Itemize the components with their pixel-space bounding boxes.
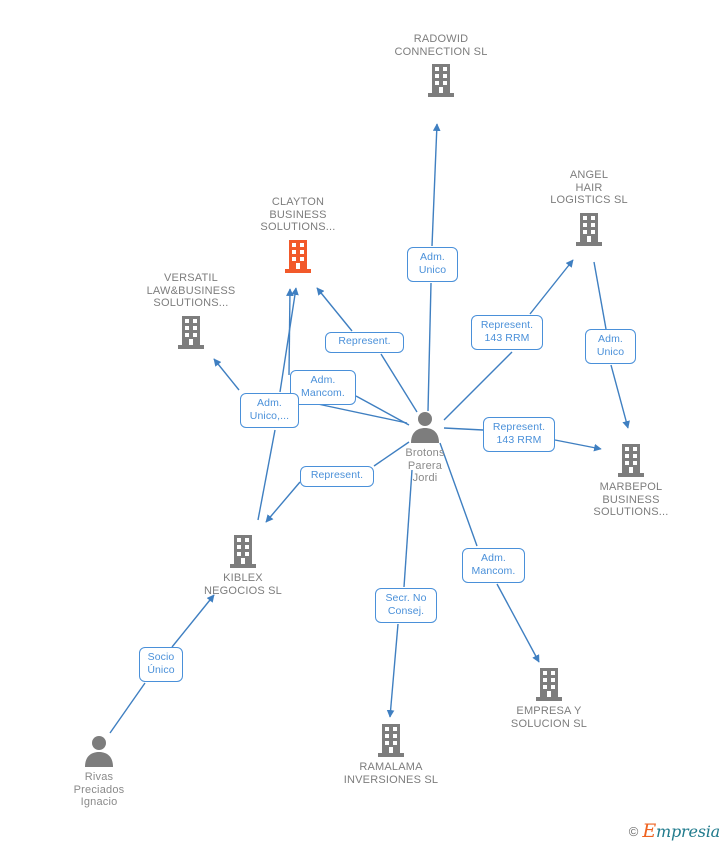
- building-icon: [223, 237, 373, 275]
- building-icon: [168, 532, 318, 570]
- edge-label-represent-143-rrm-angel[interactable]: Represent. 143 RRM: [471, 315, 543, 350]
- node-label: RAMALAMA INVERSIONES SL: [343, 761, 439, 786]
- edge-jordi-angel-upper: [529, 259, 574, 315]
- node-clayton-business-solutions[interactable]: CLAYTON BUSINESS SOLUTIONS...: [223, 196, 373, 275]
- edge-angel-marbepol-lower: [610, 364, 630, 429]
- node-label: RADOWID CONNECTION SL: [394, 33, 488, 58]
- building-icon: [366, 61, 516, 99]
- edge-label-adm-unico-marbepol[interactable]: Adm. Unico: [585, 329, 636, 364]
- building-icon: [316, 721, 466, 759]
- node-brotons-parera-jordi[interactable]: Brotons Parera Jordi: [350, 410, 500, 485]
- edge-jordi-ramalama-lower: [386, 623, 399, 718]
- edge-label-represent-kiblex[interactable]: Represent.: [300, 466, 374, 487]
- node-versatil-law-business-solutions[interactable]: VERSATIL LAW&BUSINESS SOLUTIONS...: [116, 272, 266, 351]
- building-icon: [556, 441, 706, 479]
- edge-label-represent-clayton[interactable]: Represent.: [325, 332, 404, 353]
- edge-jordi-versatil-upper: [213, 358, 240, 391]
- person-icon: [350, 410, 500, 444]
- node-label: Brotons Parera Jordi: [405, 447, 445, 484]
- edge-label-adm-mancom-clayton[interactable]: Adm. Mancom.: [290, 370, 356, 405]
- edge-jordi-radowid-lower: [427, 282, 432, 412]
- person-icon: [24, 734, 174, 768]
- building-icon: [474, 665, 624, 703]
- edge-label-adm-unico-versatil[interactable]: Adm. Unico,...: [240, 393, 299, 428]
- edge-jordi-clayton2-upper: [286, 288, 294, 376]
- copyright-symbol: ©: [628, 823, 639, 839]
- edge-label-secr-no-consej-ramalama[interactable]: Secr. No Consej.: [375, 588, 437, 623]
- building-icon: [116, 313, 266, 351]
- edge-label-adm-mancom-empresa[interactable]: Adm. Mancom.: [462, 548, 525, 583]
- edge-jordi-empresa-lower: [496, 583, 540, 663]
- node-label: Rivas Preciados Ignacio: [73, 771, 125, 808]
- edge-jordi-clayton-lower: [380, 353, 418, 413]
- node-label: MARBEPOL BUSINESS SOLUTIONS...: [593, 481, 669, 518]
- node-label: EMPRESA Y SOLUCION SL: [510, 705, 588, 730]
- watermark-empresia: © Empresia: [629, 820, 720, 842]
- node-ramalama-inversiones-sl[interactable]: RAMALAMA INVERSIONES SL: [316, 721, 466, 786]
- edge-angel-marbepol-upper: [593, 261, 607, 330]
- edge-jordi-clayton-upper: [316, 287, 353, 332]
- brand-rest: mpresia: [656, 822, 720, 841]
- edge-label-socio-unico-kiblex[interactable]: Socio Único: [139, 647, 183, 682]
- edge-rivas-kiblex-lower: [109, 682, 146, 734]
- edge-rivas-kiblex-upper: [171, 594, 215, 648]
- node-empresa-y-solucion-sl[interactable]: EMPRESA Y SOLUCION SL: [474, 665, 624, 730]
- edge-jordi-ramalama-upper: [403, 469, 413, 588]
- brand-wordmark: Empresia: [642, 820, 720, 842]
- node-label: ANGEL HAIR LOGISTICS SL: [550, 169, 628, 206]
- brand-initial: E: [642, 820, 656, 842]
- edge-kiblex-clayton-lower: [257, 429, 276, 521]
- edge-label-represent-143-rrm-marbepol[interactable]: Represent. 143 RRM: [483, 417, 555, 452]
- edge-jordi-radowid-upper: [431, 123, 441, 247]
- edge-label-adm-unico-radowid[interactable]: Adm. Unico: [407, 247, 458, 282]
- node-rivas-preciados-ignacio[interactable]: Rivas Preciados Ignacio: [24, 734, 174, 809]
- edge-jordi-kiblex-lower: [265, 481, 301, 523]
- node-marbepol-business-solutions[interactable]: MARBEPOL BUSINESS SOLUTIONS...: [556, 441, 706, 519]
- node-label: CLAYTON BUSINESS SOLUTIONS...: [260, 196, 336, 233]
- node-label: VERSATIL LAW&BUSINESS SOLUTIONS...: [146, 272, 236, 309]
- node-kiblex-negocios-sl[interactable]: KIBLEX NEGOCIOS SL: [168, 532, 318, 597]
- node-radowid-connection-sl[interactable]: RADOWID CONNECTION SL: [366, 33, 516, 99]
- node-label: KIBLEX NEGOCIOS SL: [204, 572, 282, 597]
- node-angel-hair-logistics-sl[interactable]: ANGEL HAIR LOGISTICS SL: [514, 169, 664, 248]
- building-icon: [514, 210, 664, 248]
